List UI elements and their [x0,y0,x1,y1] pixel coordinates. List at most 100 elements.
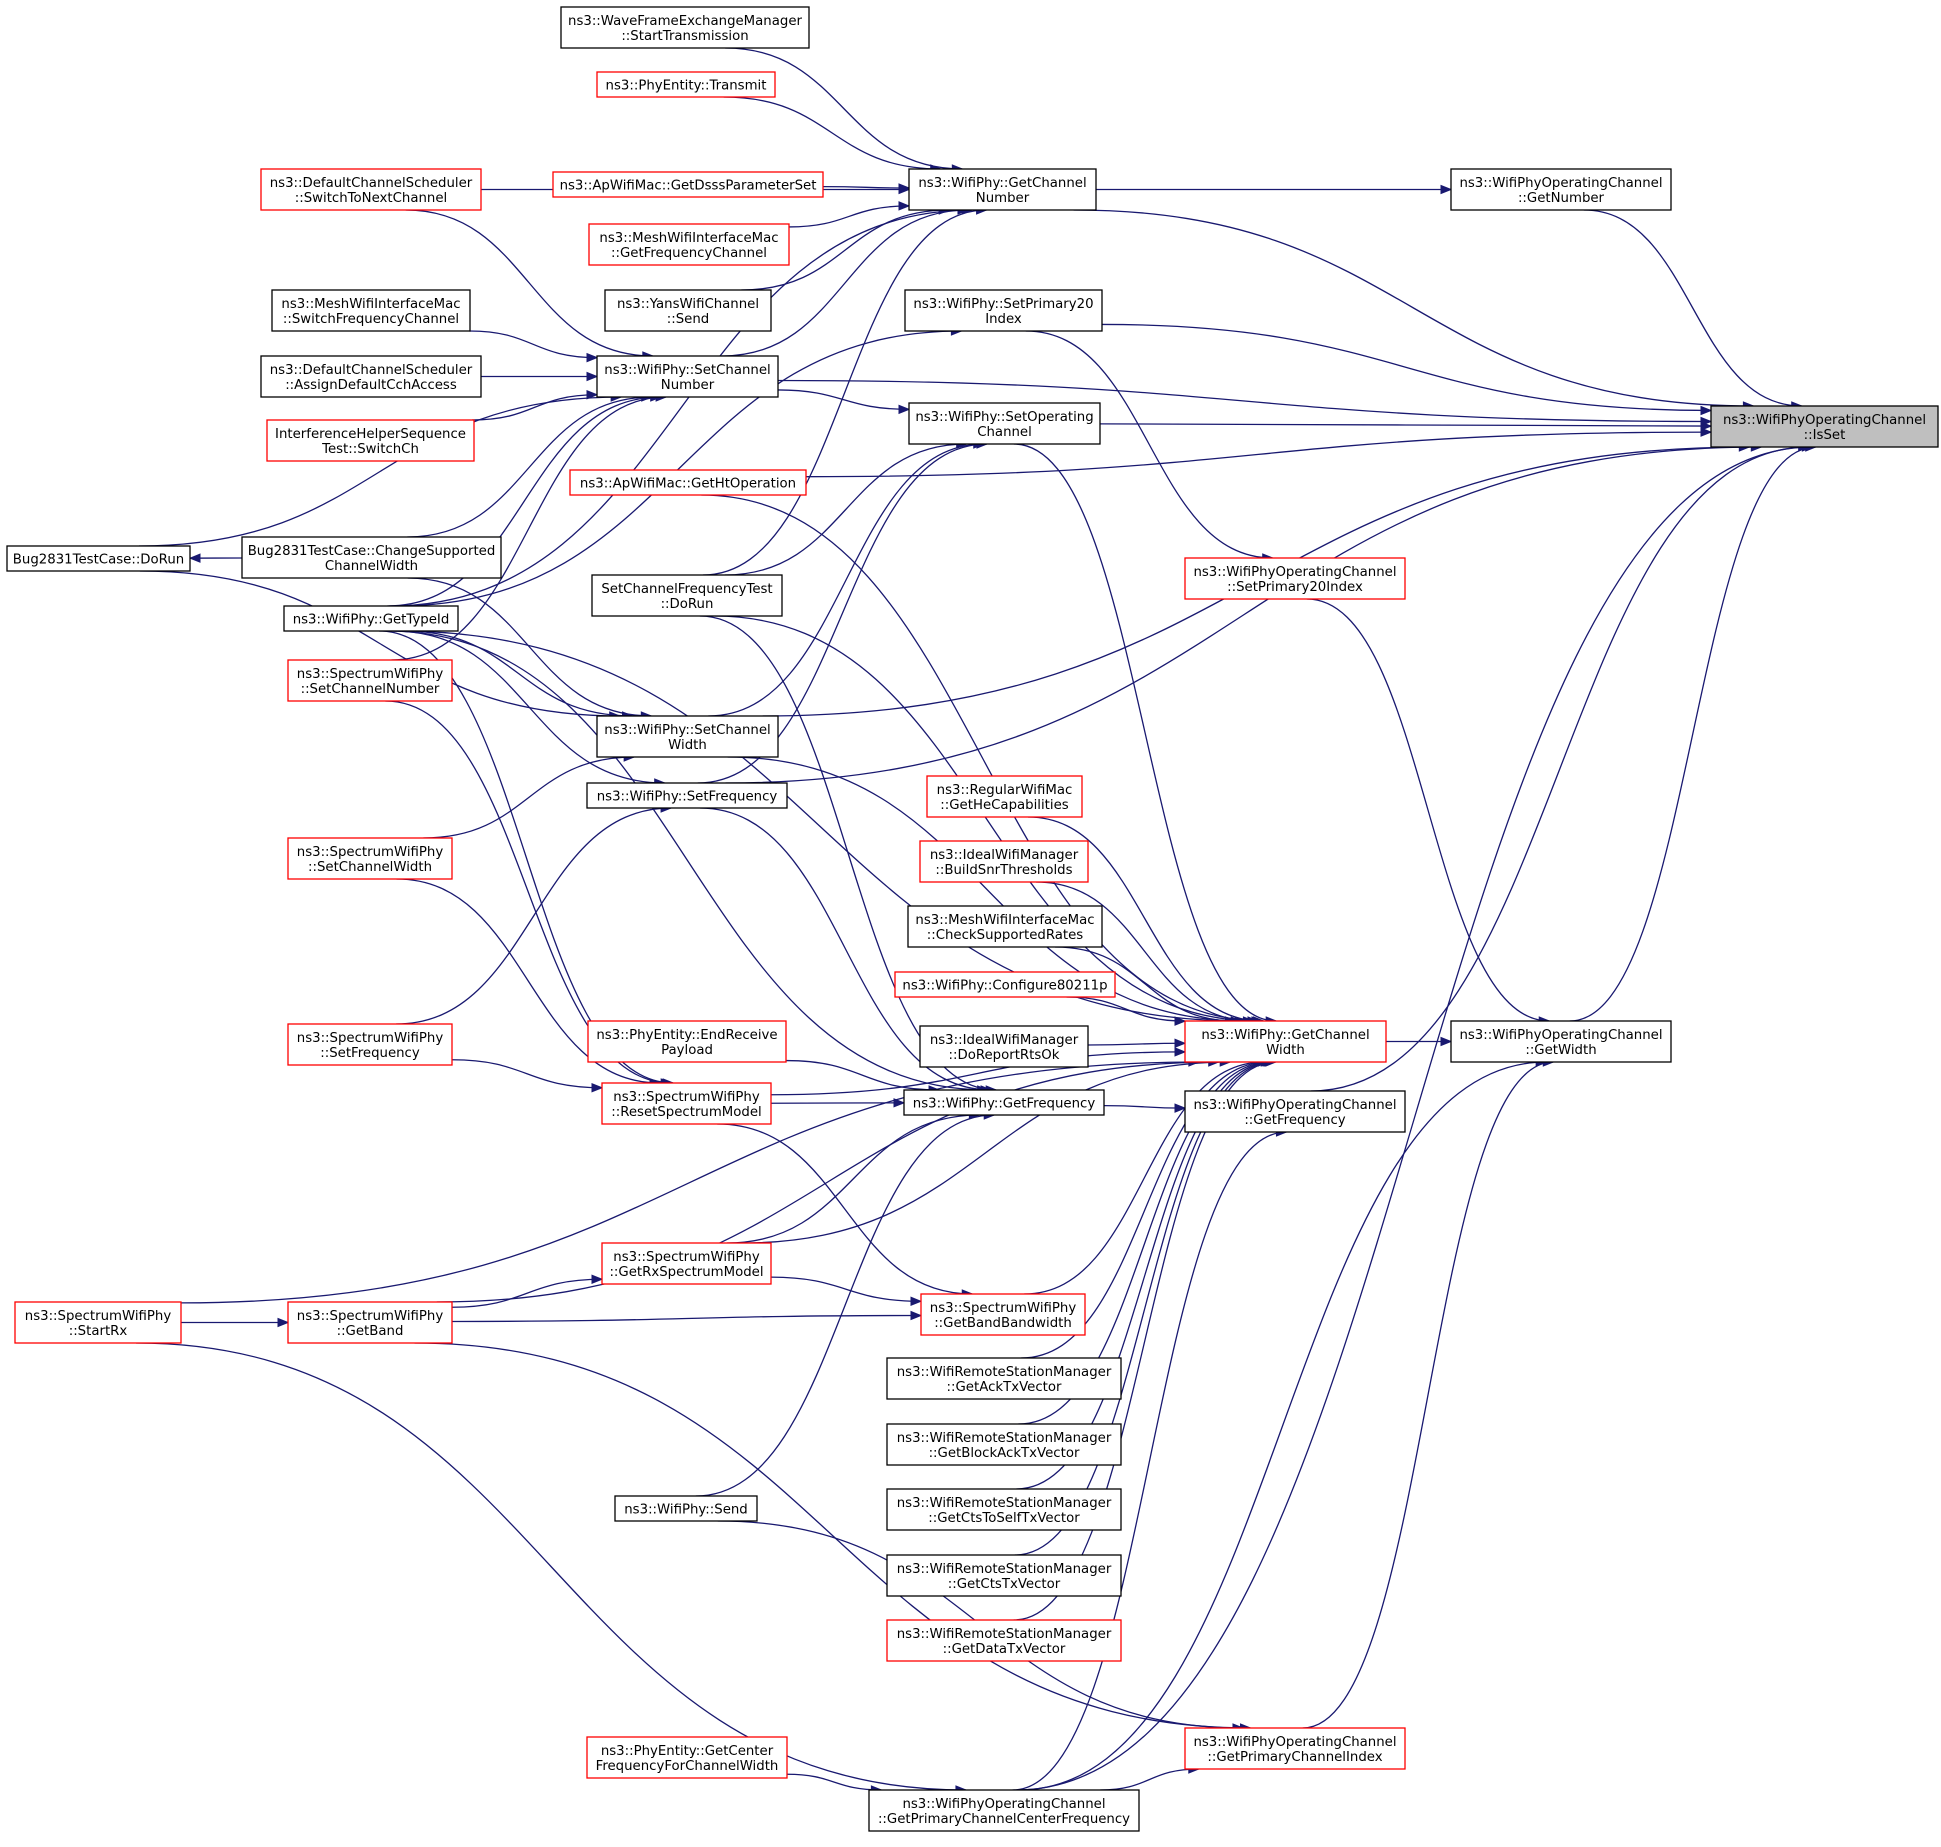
node-spectrum-setchwidth[interactable]: ns3::SpectrumWifiPhy::SetChannelWidth [287,837,453,880]
node-label: ::GetPrimaryChannelCenterFrequency [878,1812,1130,1827]
node-label: ::StartRx [69,1324,128,1339]
graph-nodes: ns3::WifiPhyOperatingChannel::IsSetns3::… [6,6,1939,1832]
call-edge [699,807,992,1091]
node-defaultsched-switch[interactable]: ns3::DefaultChannelScheduler::SwitchToNe… [260,168,482,211]
node-phyentity-transmit[interactable]: ns3::PhyEntity::Transmit [596,71,776,98]
node-configure80211p[interactable]: ns3::WifiPhy::Configure80211p [894,971,1116,998]
node-box [1184,1020,1387,1063]
node-wifiphy-send[interactable]: ns3::WifiPhy::Send [614,1495,758,1522]
node-getfrequency[interactable]: ns3::WifiPhy::GetFrequency [903,1089,1105,1116]
node-box [1450,168,1672,211]
call-edge [714,615,1258,1022]
node-label: ::GetCtsTxVector [948,1577,1061,1592]
node-isset[interactable]: ns3::WifiPhyOperatingChannel::IsSet [1710,405,1939,448]
node-wrsm-data[interactable]: ns3::WifiRemoteStationManager::GetDataTx… [886,1619,1122,1662]
edge-arrowhead [1174,1016,1187,1026]
edge-arrowhead [898,183,911,193]
node-label: ns3::PhyEntity::EndReceive [596,1028,777,1043]
node-wrsm-cts[interactable]: ns3::WifiRemoteStationManager::GetCtsTxV… [886,1554,1122,1597]
node-spectrum-startrx[interactable]: ns3::SpectrumWifiPhy::StartRx [14,1301,182,1344]
call-edge [1028,816,1262,1022]
node-label: Number [661,378,715,393]
node-opch-primarycenter[interactable]: ns3::WifiPhyOperatingChannel::GetPrimary… [868,1789,1140,1832]
node-box [260,168,482,211]
node-box [926,775,1083,818]
node-meshmac-check[interactable]: ns3::MeshWifiInterfaceMac::CheckSupporte… [907,905,1103,948]
node-box [569,469,807,496]
call-edge [1036,881,1254,1022]
node-opch-primaryidx[interactable]: ns3::WifiPhyOperatingChannel::GetPrimary… [1184,1727,1406,1770]
node-phyentity-getcenter[interactable]: ns3::PhyEntity::GetCenterFrequencyForCha… [586,1736,788,1779]
node-box [287,659,453,702]
node-spectrum-getrxmodel[interactable]: ns3::SpectrumWifiPhy::GetRxSpectrumModel [601,1242,772,1285]
node-spectrum-getbandbw[interactable]: ns3::SpectrumWifiPhy::GetBandBandwidth [920,1293,1086,1336]
edge-arrowhead [586,390,599,400]
node-meshmac-getfreq[interactable]: ns3::MeshWifiInterfaceMac::GetFrequencyC… [588,223,790,266]
node-box [1710,405,1939,448]
call-edge [1310,446,1809,1092]
node-setchfreq-dorun[interactable]: SetChannelFrequencyTest::DoRun [591,574,783,617]
node-apwifimac-dsss[interactable]: ns3::ApWifiMac::GetDsssParameterSet [552,171,824,198]
node-gettypeid[interactable]: ns3::WifiPhy::GetTypeId [283,605,459,632]
node-ideal-dorts[interactable]: ns3::IdealWifiManager::DoReportRtsOk [919,1025,1089,1068]
edge-arrowhead [1174,1103,1187,1113]
node-label: ns3::WifiPhyOperatingChannel [1459,1028,1662,1043]
node-opch-getwidth[interactable]: ns3::WifiPhyOperatingChannel::GetWidth [1450,1020,1672,1063]
node-label: ns3::WifiPhy::SetOperating [915,410,1093,425]
node-box [560,6,810,49]
call-edge [407,577,652,717]
node-wrsm-blockack[interactable]: ns3::WifiRemoteStationManager::GetBlockA… [886,1423,1122,1466]
node-yans-send[interactable]: ns3::YansWifiChannel::Send [604,289,772,332]
node-setchannelnumber[interactable]: ns3::WifiPhy::SetChannelNumber [596,355,779,398]
node-setprimary20[interactable]: ns3::WifiPhy::SetPrimary20Index [904,289,1103,332]
node-box [596,71,776,98]
call-edge [1018,1061,1272,1425]
node-label: Bug2831TestCase::ChangeSupported [248,544,496,559]
call-edge [1018,1061,1547,1791]
node-box [586,1736,788,1779]
node-meshmac-switch[interactable]: ns3::MeshWifiInterfaceMac::SwitchFrequen… [271,289,471,332]
node-label: ns3::WifiPhyOperatingChannel [1723,413,1926,428]
node-box [920,1293,1086,1336]
node-label: ns3::RegularWifiMac [937,783,1073,798]
node-box [552,171,824,198]
node-ideal-build[interactable]: ns3::IdealWifiManager::BuildSnrThreshold… [919,840,1089,883]
node-setchannelwidth[interactable]: ns3::WifiPhy::SetChannelWidth [596,715,779,758]
node-label: ns3::IdealWifiManager [930,848,1079,863]
node-spectrum-setchnum[interactable]: ns3::SpectrumWifiPhy::SetChannelNumber [287,659,453,702]
node-getnumber[interactable]: ns3::WifiPhyOperatingChannel::GetNumber [1450,168,1672,211]
call-edge [1569,446,1816,1022]
node-opch-getfreq[interactable]: ns3::WifiPhyOperatingChannel::GetFrequen… [1184,1090,1406,1133]
node-regular-hecap[interactable]: ns3::RegularWifiMac::GetHeCapabilities [926,775,1083,818]
node-bug-dorun[interactable]: Bug2831TestCase::DoRun [6,545,191,572]
node-label: ::DoRun [661,597,714,612]
node-opch-setprimary20[interactable]: ns3::WifiPhyOperatingChannel::SetPrimary… [1184,557,1406,600]
edge-arrowhead [1700,427,1713,437]
node-box [886,1423,1122,1466]
node-label: ns3::WifiPhy::GetChannel [918,176,1086,191]
call-edge [717,1123,973,1295]
call-edge [727,756,1246,1022]
node-wrsm-ack[interactable]: ns3::WifiRemoteStationManager::GetAckTxV… [886,1357,1122,1400]
call-edge [387,630,988,1091]
node-box [601,1242,772,1285]
node-spectrum-getband[interactable]: ns3::SpectrumWifiPhy::GetBand [287,1301,453,1344]
node-spectrum-reset[interactable]: ns3::SpectrumWifiPhy::ResetSpectrumModel [601,1082,772,1125]
call-edge [1013,443,1277,1022]
node-apwifimac-ht[interactable]: ns3::ApWifiMac::GetHtOperation [569,469,807,496]
node-wrsm-ctstoself[interactable]: ns3::WifiRemoteStationManager::GetCtsToS… [886,1488,1122,1531]
call-edge [180,1061,1199,1304]
node-bug-change[interactable]: Bug2831TestCase::ChangeSupportedChannelW… [241,536,502,579]
node-setfrequency[interactable]: ns3::WifiPhy::SetFrequency [586,782,788,809]
node-label: ns3::WifiPhy::GetFrequency [913,1097,1096,1112]
node-waveframe[interactable]: ns3::WaveFrameExchangeManager::StartTran… [560,6,810,49]
node-box [894,971,1116,998]
node-defaultsched-assign[interactable]: ns3::DefaultChannelScheduler::AssignDefa… [260,355,482,398]
node-spectrum-setfreq[interactable]: ns3::SpectrumWifiPhy::SetFrequency [287,1023,453,1066]
